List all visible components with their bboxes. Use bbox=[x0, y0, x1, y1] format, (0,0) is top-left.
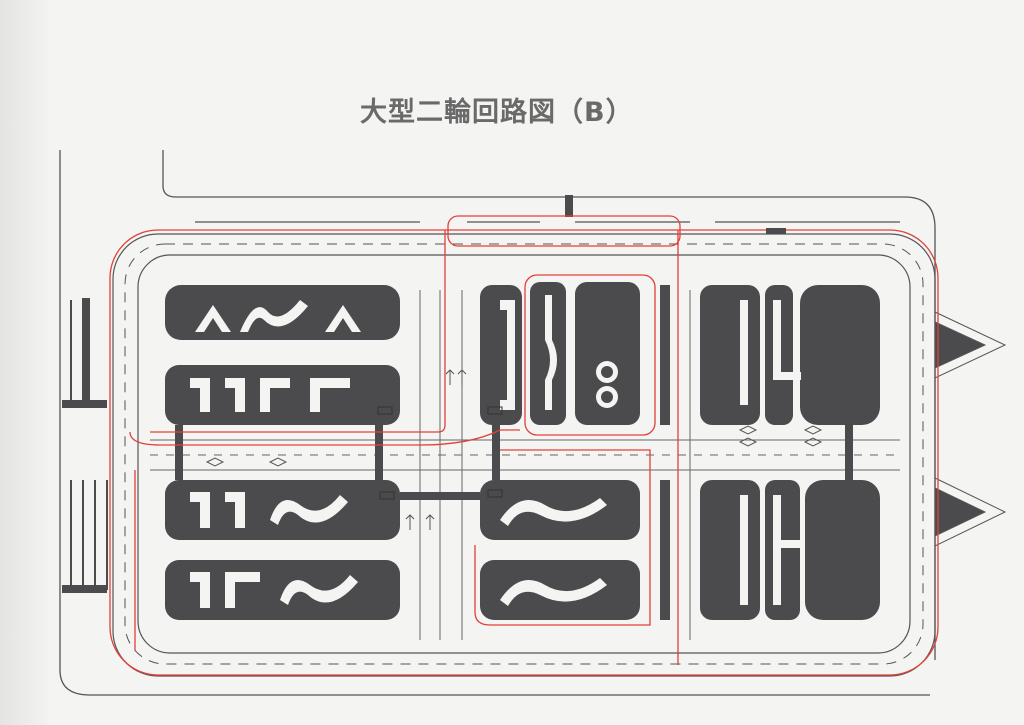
block-b4 bbox=[480, 560, 640, 620]
diagram-title: 大型二輪回路図（B） bbox=[360, 97, 634, 128]
outer-track bbox=[112, 233, 936, 677]
crosswalks bbox=[175, 195, 853, 500]
block-r4 bbox=[700, 480, 760, 620]
block-cutouts bbox=[190, 295, 803, 608]
route-path bbox=[109, 215, 939, 676]
block-s bbox=[530, 282, 566, 425]
block-b3 bbox=[480, 480, 640, 540]
traffic-signals bbox=[377, 228, 786, 500]
course-blocks bbox=[165, 282, 880, 620]
block-r1 bbox=[700, 285, 760, 425]
side-triangles bbox=[934, 311, 1007, 547]
block-eight bbox=[575, 282, 640, 425]
diamond-markers bbox=[205, 425, 823, 467]
page-edge-shadow bbox=[0, 0, 48, 725]
block-r3 bbox=[800, 285, 880, 425]
block-r6 bbox=[805, 480, 880, 620]
inner-lanes bbox=[150, 290, 900, 640]
block-r5 bbox=[765, 480, 800, 620]
left-parking bbox=[62, 298, 108, 593]
site-boundary bbox=[59, 150, 936, 696]
block-a4 bbox=[165, 560, 400, 620]
road-arrows bbox=[405, 369, 467, 530]
